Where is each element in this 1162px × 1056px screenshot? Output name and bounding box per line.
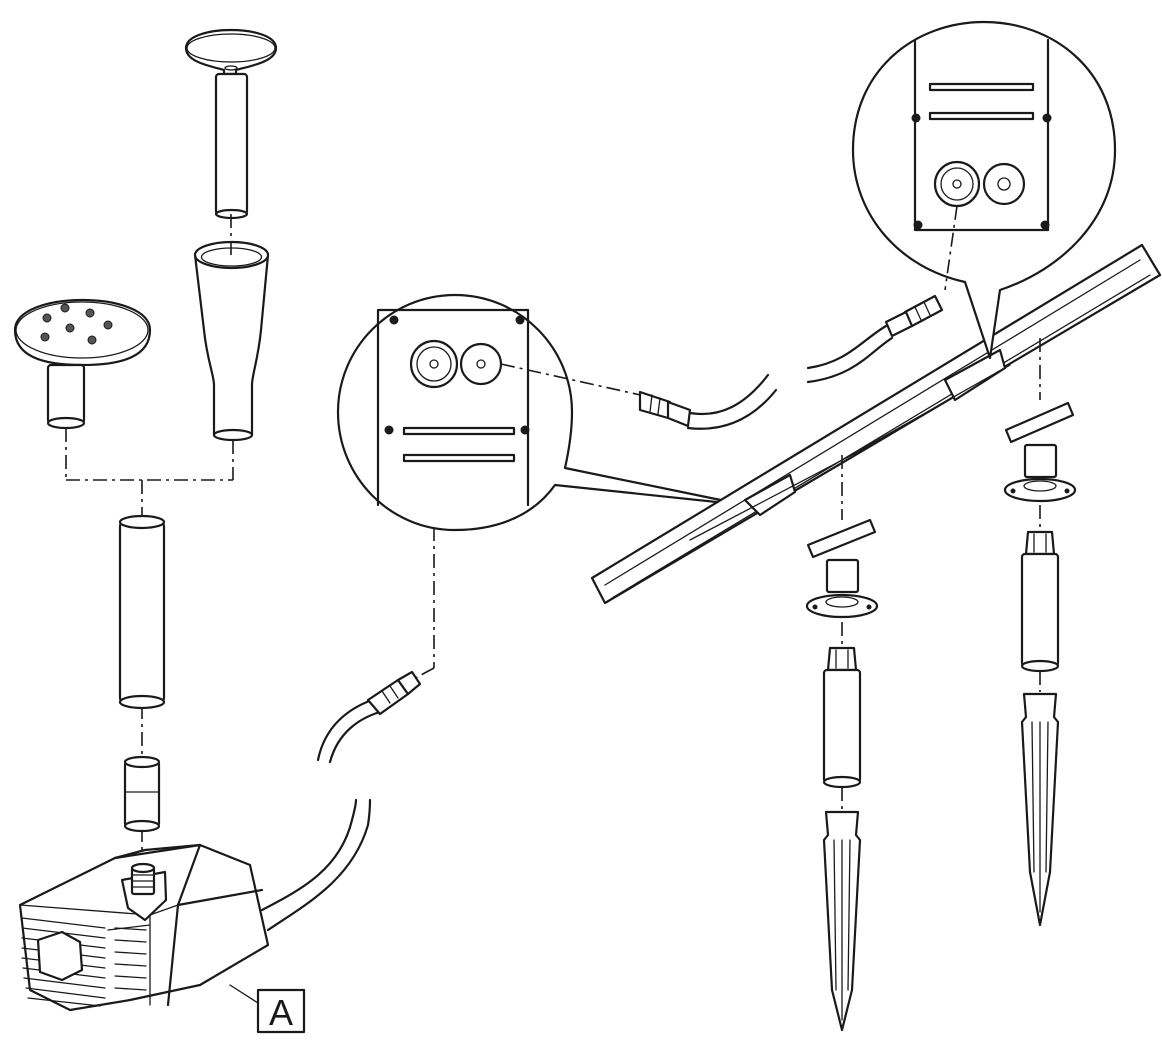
detail-callout-right	[851, 20, 1117, 360]
assembly-guide-lines-right	[841, 338, 1041, 645]
bell-fountain-head	[184, 28, 278, 220]
pump-cable	[260, 798, 358, 912]
pump-label-callout: A	[229, 984, 306, 1034]
conical-adapter	[193, 240, 270, 442]
pump-label: A	[269, 992, 293, 1033]
cable-left-plug	[316, 670, 422, 764]
spray-nozzle-head	[13, 299, 152, 430]
ground-stake-left	[805, 518, 879, 1032]
cable-right-plug	[806, 294, 944, 384]
ground-stake-right	[1003, 401, 1077, 927]
cable-center-plug	[638, 373, 778, 430]
short-connector	[123, 755, 161, 833]
spray-holes	[40, 303, 113, 345]
detail-callout-left	[336, 293, 747, 532]
pump-unit	[18, 798, 372, 1012]
extension-tube	[118, 514, 166, 710]
solar-panel	[590, 243, 1162, 605]
pump-intake-cover	[36, 930, 84, 982]
